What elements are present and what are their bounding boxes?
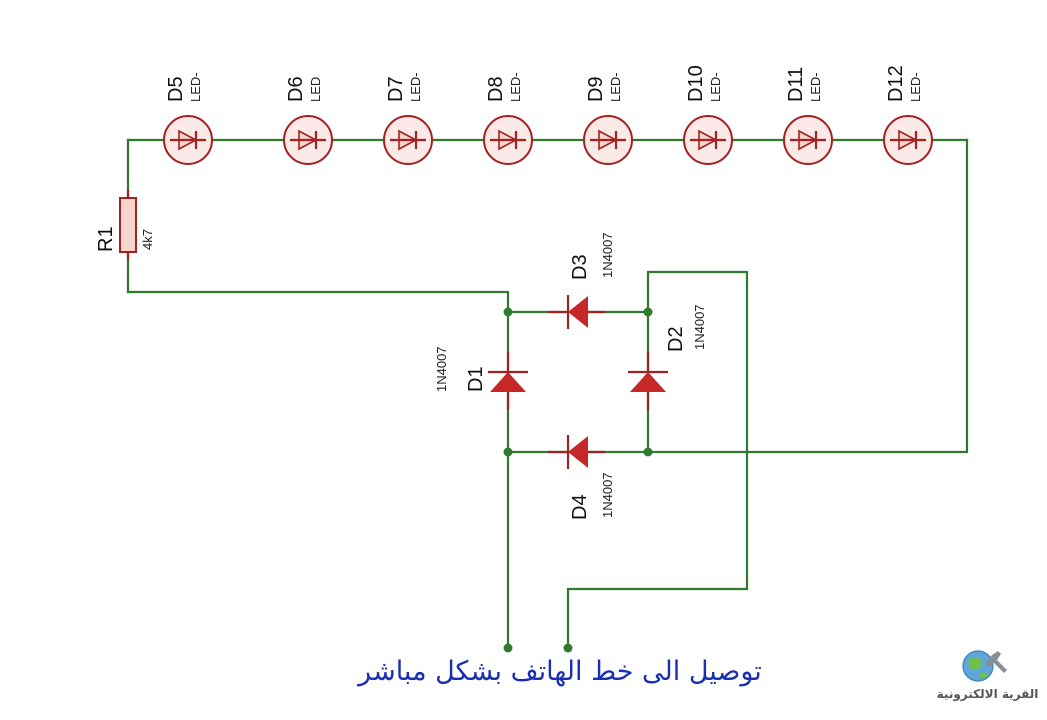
- led-string: D5 LED- D6 LED D7 LED-: [163, 65, 933, 165]
- led-ref-label: D12: [885, 65, 907, 102]
- led-value-label: LED-: [408, 72, 423, 102]
- resistor-ref-label: R1: [95, 226, 117, 252]
- led-d5: D5 LED-: [163, 72, 213, 165]
- terminal-phone-b: [563, 643, 573, 653]
- led-d6: D6 LED: [283, 76, 333, 165]
- logo: القرية الالكترونية: [930, 645, 1045, 715]
- led-value-label: LED-: [188, 72, 203, 102]
- led-value-label: LED-: [708, 72, 723, 102]
- diode-ref-label: D3: [569, 254, 591, 280]
- terminal-phone-a: [503, 643, 513, 653]
- led-d10: D10 LED-: [683, 65, 733, 165]
- diode-d1: D1 1N4007: [434, 346, 528, 410]
- led-value-label: LED-: [808, 72, 823, 102]
- led-ref-label: D5: [165, 76, 187, 102]
- led-value-label: LED-: [908, 72, 923, 102]
- resistor-r1: R1 4k7: [95, 190, 155, 260]
- resistor-value-label: 4k7: [140, 229, 155, 250]
- led-d8: D8 LED-: [483, 72, 533, 165]
- junctions: [503, 307, 653, 653]
- led-ref-label: D7: [385, 76, 407, 102]
- diode-d4: D4 1N4007: [548, 435, 615, 520]
- diode-ref-label: D2: [665, 326, 687, 352]
- diode-value-label: 1N4007: [434, 346, 449, 392]
- led-ref-label: D10: [685, 65, 707, 102]
- junction-dot: [643, 307, 653, 317]
- wire-phone-line-b: [566, 270, 749, 650]
- diode-d2: D2 1N4007: [628, 304, 707, 410]
- led-ref-label: D9: [585, 76, 607, 102]
- led-d7: D7 LED-: [383, 72, 433, 165]
- diode-value-label: 1N4007: [692, 304, 707, 350]
- diode-ref-label: D4: [569, 494, 591, 520]
- junction-dot: [643, 447, 653, 457]
- wire-rail-to-bridge: [646, 138, 969, 454]
- logo-text: القرية الالكترونية: [936, 687, 1039, 701]
- led-value-label: LED: [308, 77, 323, 102]
- diode-value-label: 1N4007: [600, 472, 615, 518]
- diode-value-label: 1N4007: [600, 232, 615, 278]
- junction-dot: [503, 447, 513, 457]
- led-ref-label: D8: [485, 76, 507, 102]
- led-d12: D12 LED-: [883, 65, 933, 165]
- caption-text: توصيل الى خط الهاتف بشكل مباشر: [358, 656, 762, 687]
- led-d9: D9 LED-: [583, 72, 633, 165]
- diode-d3: D3 1N4007: [548, 232, 615, 329]
- wire-r1-to-bridge: [126, 290, 510, 314]
- diode-ref-label: D1: [465, 366, 487, 392]
- led-ref-label: D6: [285, 76, 307, 102]
- globe-wrench-icon: [962, 650, 1007, 682]
- led-value-label: LED-: [508, 72, 523, 102]
- junction-dot: [503, 307, 513, 317]
- led-value-label: LED-: [608, 72, 623, 102]
- led-ref-label: D11: [785, 67, 807, 102]
- wires: [126, 138, 969, 650]
- led-d11: D11 LED-: [783, 67, 833, 165]
